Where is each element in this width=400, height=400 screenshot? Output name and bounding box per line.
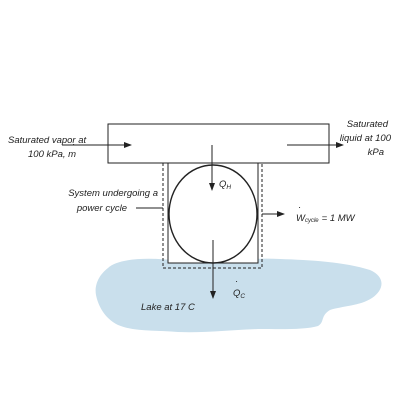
outlet-label-line3: kPa [368,147,384,158]
heat-out-dot: · [235,276,238,287]
work-value: = 1 MW [322,213,356,224]
system-label-line1: System undergoing a [68,188,158,199]
lake-shape [95,258,382,333]
mass-flow-dot: · [72,139,75,150]
lake-label: Lake at 17 C [141,302,195,313]
heat-in-subscript: H [226,184,231,191]
heat-out-label: QC [233,288,245,300]
work-symbol: W [296,213,306,224]
heat-in-label: QH [219,179,231,191]
heat-in-symbol: Q [219,179,227,190]
heat-out-symbol: Q [233,288,241,299]
outlet-label-line2: liquid at 100 [340,133,392,144]
heat-out-subscript: C [240,293,245,300]
outlet-label-line1: Saturated [347,119,389,130]
inlet-label-line1: Saturated vapor at [8,135,87,146]
heat-exchanger-box [107,123,330,164]
work-label: Wcycle= 1 MW [296,213,356,224]
system-label-line2: power cycle [76,203,127,214]
inlet-label-line2: 100 kPa, m [28,149,76,160]
system-boundary [162,162,263,269]
work-subscript: cycle [305,218,319,224]
work-dot: · [298,202,301,213]
